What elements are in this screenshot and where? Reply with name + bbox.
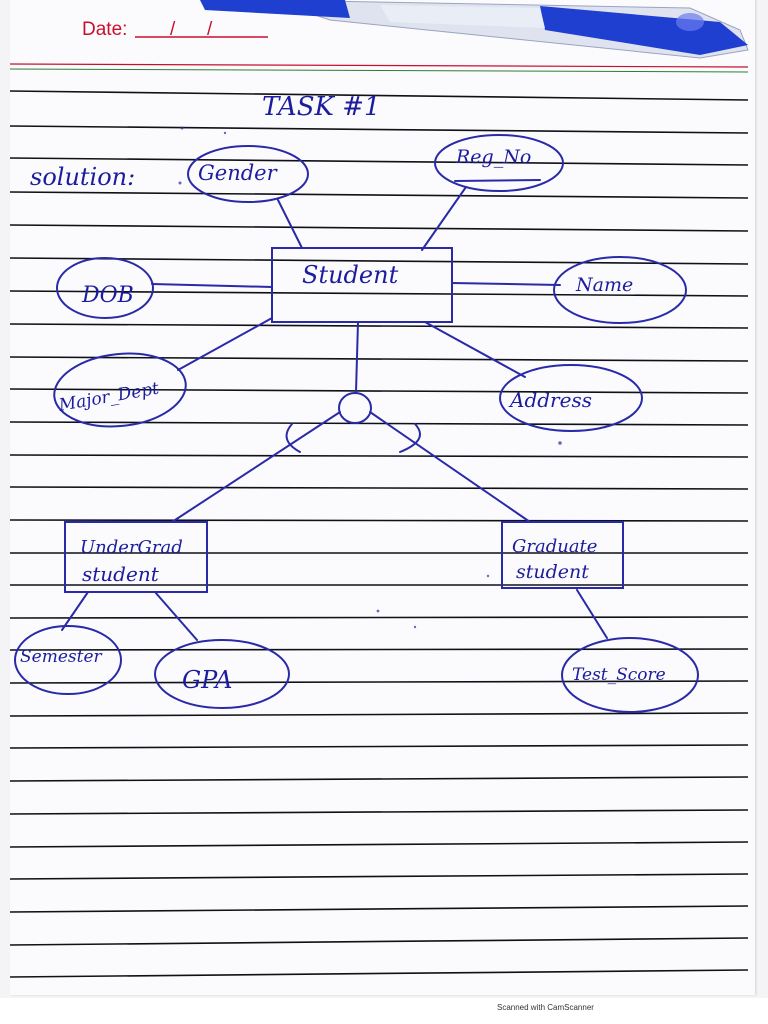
graduate-entity-box [501, 521, 624, 589]
solution-label: solution: [30, 163, 135, 191]
margin-rule-red [9, 63, 749, 68]
semester-attribute-oval [14, 625, 122, 695]
name-attribute-oval [553, 256, 687, 324]
isa-circle [338, 392, 372, 424]
graduate-entity-label-line1: Graduate [512, 536, 597, 557]
connector-lines [61, 186, 608, 641]
ruled-lines [9, 90, 749, 978]
undergrad-entity-box [64, 521, 208, 593]
notebook-page [10, 0, 755, 995]
subset-hook-left [285, 423, 301, 453]
name-attribute-label: Name [575, 274, 633, 296]
test-score-attribute-label: Test_Score [572, 665, 666, 685]
semester-attribute-label: Semester [20, 647, 103, 667]
scanner-footer: Scanned with CamScanner [0, 998, 768, 1024]
date-separator-1: / [170, 19, 176, 40]
dob-attribute-label: DOB [81, 283, 134, 308]
scanner-watermark-text: Scanned with CamScanner [497, 1003, 594, 1012]
date-separator-2: / [207, 19, 213, 40]
subset-hook-right [399, 423, 421, 453]
gpa-attribute-oval [154, 639, 290, 709]
reg-no-key-underline [454, 179, 541, 182]
ink-specks [178, 126, 562, 629]
major-dept-attribute-label: Major_Dept [56, 379, 160, 416]
er-diagram: Date: / / [9, 0, 749, 978]
student-entity-box [271, 247, 453, 323]
gender-attribute-label: Gender [198, 161, 279, 185]
gpa-attribute-label: GPA [182, 666, 232, 694]
undergrad-entity-label-line2: student [82, 562, 160, 586]
test-score-attribute-oval [561, 637, 699, 713]
major-dept-attribute-oval [53, 352, 187, 428]
page-title: TASK #1 [262, 92, 381, 122]
reg-no-attribute-label: Reg_No [455, 146, 531, 168]
dob-attribute-oval [56, 257, 154, 319]
pen-icon [200, 0, 749, 59]
date-label: Date: [82, 19, 127, 40]
gender-attribute-oval [187, 145, 309, 203]
graduate-entity-label-line2: student [516, 561, 589, 583]
undergrad-entity-label-line1: UnderGrad [80, 537, 183, 558]
address-attribute-oval [499, 364, 643, 432]
margin-rule-green [9, 68, 749, 73]
address-attribute-label: Address [508, 388, 592, 412]
student-entity-label: Student [302, 261, 399, 289]
reg-no-attribute-oval [434, 134, 564, 192]
